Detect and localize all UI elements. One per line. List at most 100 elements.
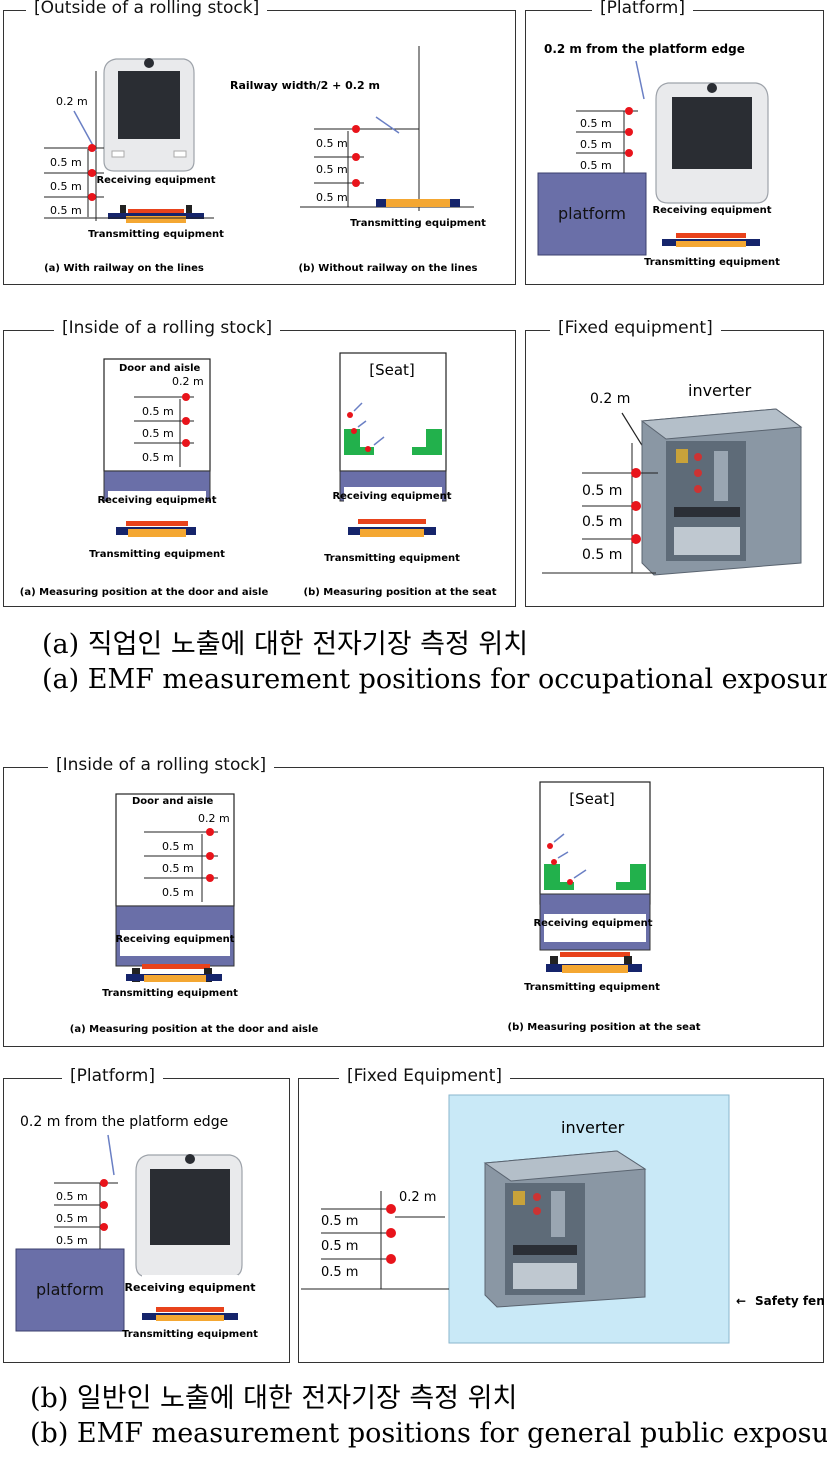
step-label: 0.5 m bbox=[56, 1234, 88, 1247]
caption-a-english: (a) EMF measurement positions for occupa… bbox=[42, 664, 827, 695]
measurement-point bbox=[625, 107, 633, 115]
measurement-point bbox=[182, 439, 190, 447]
measurement-point bbox=[352, 125, 360, 133]
panel-inside-rolling-stock: [Inside of a rolling stock] Door and ais… bbox=[3, 318, 516, 607]
inverter-cabinet bbox=[483, 1150, 647, 1308]
platform-block bbox=[537, 172, 647, 256]
measurement-point bbox=[386, 1228, 396, 1238]
measurement-point bbox=[100, 1201, 108, 1209]
door-label: Door and aisle bbox=[119, 363, 201, 374]
step-label: 0.5 m bbox=[56, 1190, 88, 1203]
subcaption: (a) Measuring position at the door and a… bbox=[20, 587, 269, 598]
step-label: 0.5 m bbox=[316, 163, 348, 176]
fixed-diagram: inverter 0.2 m 0.5 m 0.5 m 0.5 m bbox=[542, 381, 803, 576]
step-label: 0.5 m bbox=[316, 137, 348, 150]
svg-text:Receiving equipment: Receiving equipment bbox=[533, 918, 652, 929]
inverter-cabinet bbox=[640, 408, 803, 576]
platform-label: platform bbox=[558, 204, 626, 223]
panel-platform: [Platform] 0.2 m from the platform edge … bbox=[525, 0, 824, 285]
panel-title: [Platform] bbox=[592, 0, 693, 18]
measurement-point bbox=[352, 179, 360, 187]
panel-title: [Platform] bbox=[62, 1066, 163, 1086]
step-label: 0.5 m bbox=[142, 405, 174, 418]
measurement-point bbox=[631, 468, 641, 478]
step-label: 0.5 m bbox=[582, 514, 622, 530]
measurement-point bbox=[625, 128, 633, 136]
dist-label: 0.2 m bbox=[198, 812, 230, 825]
measurement-point bbox=[631, 501, 641, 511]
dist-label: 0.2 m bbox=[56, 95, 88, 108]
panel-title: [Fixed equipment] bbox=[550, 318, 721, 338]
step-label: 0.5 m bbox=[582, 483, 622, 499]
panel-fixed-equipment-b: [Fixed Equipment] inverter ←Safety fence… bbox=[298, 1066, 825, 1363]
seat-label: [Seat] bbox=[369, 361, 415, 379]
transmitting-label: Transmitting equipment bbox=[350, 218, 486, 229]
step-label: 0.5 m bbox=[162, 862, 194, 875]
caption-b-korean: (b) 일반인 노출에 대한 전자기장 측정 위치 bbox=[30, 1383, 518, 1414]
measurement-point bbox=[352, 153, 360, 161]
fixed-diagram-b: inverter ←Safety fence 0.2 m 0.5 m 0.5 m… bbox=[301, 1094, 825, 1344]
step-label: 0.5 m bbox=[580, 159, 612, 172]
dist-label: 0.2 m bbox=[172, 375, 204, 388]
dist-label: 0.2 m bbox=[590, 391, 630, 407]
measurement-point bbox=[88, 169, 96, 177]
svg-text:Receiving equipment: Receiving equipment bbox=[125, 1281, 256, 1294]
step-label: 0.5 m bbox=[50, 204, 82, 217]
svg-text:Receiving equipment: Receiving equipment bbox=[97, 495, 216, 506]
panel-outside-rolling-stock: [Outside of a rolling stock] Receiving e… bbox=[3, 0, 516, 285]
door-label: Door and aisle bbox=[132, 796, 214, 807]
device-label: inverter bbox=[688, 381, 752, 400]
svg-text:Transmitting equipment: Transmitting equipment bbox=[644, 257, 780, 268]
step-label: 0.5 m bbox=[162, 840, 194, 853]
measurement-point bbox=[386, 1204, 396, 1214]
step-label: 0.5 m bbox=[162, 886, 194, 899]
device-label: inverter bbox=[561, 1118, 625, 1137]
svg-text:Receiving equipment: Receiving equipment bbox=[652, 205, 771, 216]
svg-text:Transmitting equipment: Transmitting equipment bbox=[102, 988, 238, 999]
panel-title: [Inside of a rolling stock] bbox=[48, 755, 275, 775]
measurement-point bbox=[625, 149, 633, 157]
step-label: 0.5 m bbox=[56, 1212, 88, 1225]
measurement-point bbox=[206, 828, 214, 836]
measurement-point bbox=[631, 534, 641, 544]
caption-b-english: (b) EMF measurement positions for genera… bbox=[30, 1418, 827, 1449]
measurement-point bbox=[100, 1179, 108, 1187]
measurement-point bbox=[88, 144, 96, 152]
measurement-point bbox=[206, 874, 214, 882]
subcaption: (b) Measuring position at the seat bbox=[304, 587, 497, 598]
subcaption: (b) Without railway on the lines bbox=[299, 263, 478, 274]
step-label: 0.5 m bbox=[316, 191, 348, 204]
receiving-label: Receiving equipment bbox=[96, 175, 215, 186]
svg-text:Transmitting equipment: Transmitting equipment bbox=[324, 553, 460, 564]
step-label: 0.5 m bbox=[142, 451, 174, 464]
step-label: 0.5 m bbox=[321, 1214, 358, 1229]
panel-title: [Inside of a rolling stock] bbox=[54, 318, 281, 338]
railway-width-label: Railway width/2 + 0.2 m bbox=[230, 79, 380, 92]
train-front bbox=[655, 82, 769, 204]
step-label: 0.5 m bbox=[50, 156, 82, 169]
platform-diagram-b: 0.2 m from the platform edge platform 0.… bbox=[15, 1114, 258, 1340]
outside-diagram: Receiving equipment Transmitting equipme… bbox=[44, 46, 486, 274]
step-label: 0.5 m bbox=[580, 138, 612, 151]
subcaption: (a) Measuring position at the door and a… bbox=[70, 1024, 319, 1035]
step-label: 0.5 m bbox=[580, 117, 612, 130]
svg-text:Transmitting equipment: Transmitting equipment bbox=[122, 1329, 258, 1340]
measurement-point bbox=[182, 393, 190, 401]
measurement-point bbox=[182, 417, 190, 425]
panel-title: [Outside of a rolling stock] bbox=[26, 0, 268, 18]
subcaption: (a) With railway on the lines bbox=[44, 263, 204, 274]
platform-label: platform bbox=[36, 1280, 104, 1299]
platform-block bbox=[15, 1248, 125, 1332]
panel-inside-rolling-stock-b: [Inside of a rolling stock] Door and ais… bbox=[3, 755, 824, 1047]
seat-label: [Seat] bbox=[569, 790, 615, 808]
measurement-point bbox=[88, 193, 96, 201]
panel-title: [Fixed Equipment] bbox=[339, 1066, 511, 1086]
caption-a-korean: (a) 직업인 노출에 대한 전자기장 측정 위치 bbox=[42, 629, 529, 660]
step-label: 0.5 m bbox=[582, 547, 622, 563]
train-front bbox=[135, 1154, 243, 1278]
step-label: 0.5 m bbox=[142, 427, 174, 440]
platform-diagram: 0.2 m from the platform edge platform 0.… bbox=[537, 42, 780, 268]
inside-diagram: Door and aisle 0.2 m 0.5 m 0.5 m 0.5 m R… bbox=[20, 352, 497, 598]
svg-text:Receiving equipment: Receiving equipment bbox=[332, 491, 451, 502]
dist-label: 0.2 m bbox=[399, 1190, 436, 1205]
